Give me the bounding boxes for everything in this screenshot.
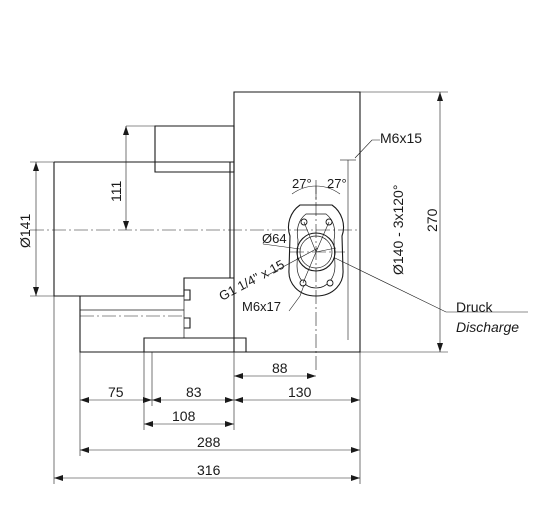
label-discharge: Discharge	[456, 319, 519, 335]
label-d75: 75	[108, 384, 124, 400]
label-d288: 288	[197, 434, 221, 450]
label-d108: 108	[172, 408, 196, 424]
label-m6x17: M6x17	[242, 299, 281, 314]
label-d88: 88	[272, 360, 288, 376]
label-body-dia: Ø141	[17, 214, 33, 248]
label-d130: 130	[288, 384, 312, 400]
label-motor-height: 111	[108, 181, 124, 202]
label-angle-right: 27°	[327, 176, 347, 191]
label-pipe-thread: G1 1/4" x 15	[216, 257, 286, 304]
label-bolt-circle: Ø140 - 3x120°	[390, 185, 406, 275]
label-height-total: 270	[424, 208, 440, 232]
label-druck: Druck	[456, 299, 494, 315]
label-d83: 83	[186, 384, 202, 400]
housing-outline	[53, 91, 361, 353]
dimension-labels: M6x15 27° 27° Ø64 M6x17 G1 1/4" x 15 Ø14…	[17, 130, 519, 478]
dimension-lines	[30, 91, 528, 484]
label-d316: 316	[197, 462, 221, 478]
label-bore-dia: Ø64	[262, 231, 287, 246]
discharge-flange	[287, 185, 345, 297]
label-angle-left: 27°	[292, 176, 312, 191]
label-m6x15: M6x15	[380, 130, 422, 146]
